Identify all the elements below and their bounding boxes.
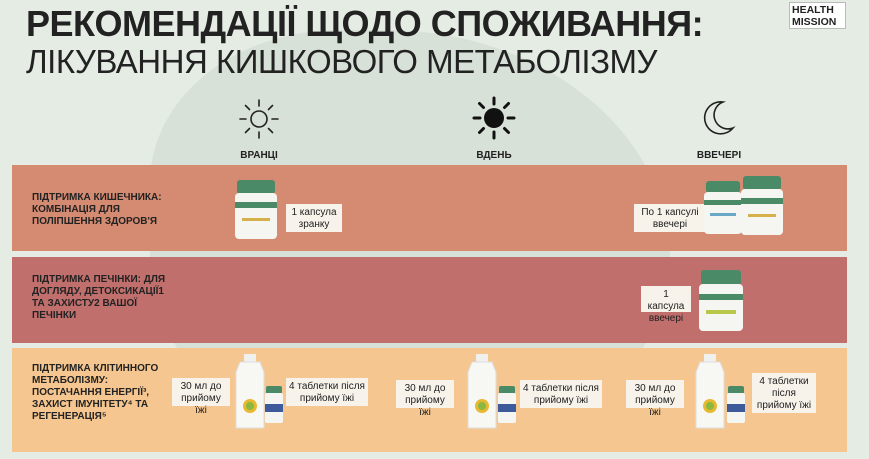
note-line: 4 таблетки xyxy=(759,376,809,387)
row-gut-support: ПІДТРИМКА КИШЕЧНИКА: КОМБІНАЦІЯ ДЛЯ ПОЛІ… xyxy=(12,165,847,251)
row3-morning-aloe-note: 30 мл до прийому їжі xyxy=(172,378,230,416)
row3-evening-tablet-note: 4 таблетки після прийому їжі xyxy=(752,373,816,413)
aloe-vera-bottle-image xyxy=(467,354,497,429)
pro12-jar-image xyxy=(704,181,742,234)
health-mission-logo: HEALTH MISSION xyxy=(789,2,846,29)
note-line: 1 капсула xyxy=(291,207,337,218)
title-line-2: ЛІКУВАННЯ КИШКОВОГО МЕТАБОЛІЗМУ xyxy=(26,43,657,80)
label-line: КОМБІНАЦІЯ ДЛЯ xyxy=(32,204,120,215)
label-line: ЗАХИСТ ІМУНІТЕТУ⁴ ТА xyxy=(32,399,149,410)
label-line: ПІДТРИМКА КИШЕЧНИКА: xyxy=(32,192,162,203)
row3-day-tablet-note: 4 таблетки після прийому їжі xyxy=(520,380,602,408)
note-line: По 1 капсулі xyxy=(641,207,699,218)
time-morning: ВРАНЦІ xyxy=(236,98,282,161)
note-line: ввечері xyxy=(652,219,688,230)
time-evening-label: ВВЕЧЕРІ xyxy=(696,150,742,161)
time-day-label: ВДЕНЬ xyxy=(476,150,512,161)
note-line: прийому їжі xyxy=(533,395,589,406)
row-cell-metabolism: ПІДТРИМКА КЛІТИННОГО МЕТАБОЛІЗМУ: ПОСТАЧ… xyxy=(12,348,847,452)
liver-support-jar-image xyxy=(699,270,743,331)
aloe-vera-bottle-image xyxy=(695,354,725,429)
note-line: 4 таблетки після xyxy=(523,383,599,394)
time-evening: ВВЕЧЕРІ xyxy=(694,98,744,161)
label-line: РЕГЕНЕРАЦІЯ⁵ xyxy=(32,411,107,422)
tablet-jar-image xyxy=(265,386,283,423)
note-line: ввечері xyxy=(648,313,684,324)
page-title: РЕКОМЕНДАЦІЇ ЩОДО СПОЖИВАННЯ: ЛІКУВАННЯ … xyxy=(26,3,704,80)
label-line: та ЗАХИСТУ2 ВАШОЇ xyxy=(32,298,137,309)
label-line: ПОСТАЧАННЯ ЕНЕРГІЇ³, xyxy=(32,387,150,398)
time-day: ВДЕНЬ xyxy=(469,96,519,161)
row-liver-support-label: ПІДТРИМКА ПЕЧІНКИ: ДЛЯ ДОГЛЯДУ, ДЕТОКСИК… xyxy=(32,274,165,322)
aloe-vera-bottle-image xyxy=(235,354,265,429)
colostrum-jar-image xyxy=(235,180,277,239)
note-line: 30 мл до xyxy=(180,381,222,392)
row3-day-aloe-note: 30 мл до прийому їжі xyxy=(396,380,454,418)
note-line: 30 мл до xyxy=(404,383,446,394)
label-line: ПІДТРИМКА ПЕЧІНКИ: ДЛЯ xyxy=(32,274,166,285)
note-line: прийому їжі xyxy=(635,395,675,418)
sun-outline-icon xyxy=(239,99,279,139)
label-line: ДОГЛЯДУ, ДЕТОКСИКАЦІЇ1 xyxy=(32,286,164,297)
moon-icon xyxy=(703,101,736,135)
row2-evening-note: 1 капсула ввечері xyxy=(641,286,691,324)
note-line: прийому їжі xyxy=(405,395,445,418)
logo-line-2: MISSION xyxy=(792,16,837,28)
label-line: ПІДТРИМКА КЛІТИННОГО xyxy=(32,363,159,374)
label-line: ПОЛІПШЕННЯ ЗДОРОВ'Я xyxy=(32,216,158,227)
note-line: 30 мл до xyxy=(634,383,676,394)
note-line: після xyxy=(772,388,796,399)
row-gut-support-label: ПІДТРИМКА КИШЕЧНИКА: КОМБІНАЦІЯ ДЛЯ ПОЛІ… xyxy=(32,192,162,228)
logo-line-1: HEALTH xyxy=(792,4,834,16)
label-line: МЕТАБОЛІЗМУ: xyxy=(32,375,109,386)
tablet-jar-image xyxy=(727,386,745,423)
note-line: 4 таблетки після xyxy=(289,381,365,392)
title-line-1: РЕКОМЕНДАЦІЇ ЩОДО СПОЖИВАННЯ: xyxy=(26,3,704,44)
tablet-jar-image xyxy=(498,386,516,423)
row3-evening-aloe-note: 30 мл до прийому їжі xyxy=(626,380,684,418)
note-line: прийому їжі xyxy=(299,393,355,404)
note-line: зранку xyxy=(298,219,330,230)
note-line: прийому їжі xyxy=(181,393,221,416)
row1-evening-note: По 1 капсулі ввечері xyxy=(634,204,706,232)
note-line: прийому їжі xyxy=(756,400,812,411)
row1-morning-note: 1 капсула зранку xyxy=(286,204,342,232)
row-cell-metabolism-label: ПІДТРИМКА КЛІТИННОГО МЕТАБОЛІЗМУ: ПОСТАЧ… xyxy=(32,363,158,423)
label-line: ПЕЧІНКИ xyxy=(32,310,77,321)
row3-morning-tablet-note: 4 таблетки після прийому їжі xyxy=(286,378,368,406)
note-line: 1 капсула xyxy=(647,289,685,312)
time-morning-label: ВРАНЦІ xyxy=(240,150,278,161)
colostrum-jar-evening-image xyxy=(741,176,783,235)
row-liver-support: ПІДТРИМКА ПЕЧІНКИ: ДЛЯ ДОГЛЯДУ, ДЕТОКСИК… xyxy=(12,257,847,343)
sun-filled-icon xyxy=(472,96,516,140)
